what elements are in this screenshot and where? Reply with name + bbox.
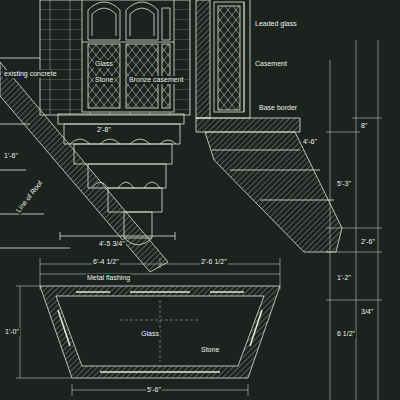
dimension-label: 1'-6" bbox=[3, 152, 19, 160]
note-label: existing concrete bbox=[3, 70, 58, 78]
material-note: Stone bbox=[200, 346, 220, 354]
dimension-label: 6'-4 1/2" bbox=[92, 258, 120, 266]
dimension-label: 5'-3" bbox=[336, 180, 352, 188]
dimension-label: 1'-2" bbox=[336, 274, 352, 282]
dimension-label: 1'-0" bbox=[4, 328, 20, 336]
material-note: Leaded glass bbox=[254, 20, 298, 28]
dimension-label: 4'-6" bbox=[302, 138, 318, 146]
dimension-label: 6 1/2" bbox=[336, 330, 356, 338]
note-label: Metal flashing bbox=[86, 274, 131, 282]
leaded-light bbox=[88, 44, 120, 108]
leaded-light-section bbox=[218, 6, 240, 110]
dimension-label: 3/4" bbox=[360, 308, 374, 316]
stone-wall bbox=[40, 0, 190, 115]
note-label: Base border bbox=[258, 104, 298, 112]
corbel-section bbox=[205, 132, 342, 252]
dimension-label: 2'-8" bbox=[96, 126, 112, 134]
material-note: Stone bbox=[94, 76, 114, 84]
dimension-label: 4'-5 3/4" bbox=[98, 240, 126, 248]
note-label: Casement bbox=[254, 60, 288, 68]
dimension-label: 5'-6" bbox=[146, 386, 162, 394]
material-note: Bronze casement bbox=[128, 76, 184, 84]
window-frame bbox=[82, 0, 174, 112]
bay-plan bbox=[40, 286, 280, 378]
material-note: Glass bbox=[140, 330, 160, 338]
dimension-label: 2'-6 1/2" bbox=[200, 258, 228, 266]
material-note: Glass bbox=[94, 60, 114, 68]
roof-slope-section bbox=[0, 62, 168, 272]
dimension-label: 2'-6" bbox=[360, 238, 376, 246]
wall-section bbox=[196, 0, 210, 118]
note-label: Line of Roof bbox=[14, 179, 45, 215]
dimension-label: 8" bbox=[360, 122, 368, 130]
window-sill bbox=[58, 114, 184, 124]
window-tracery bbox=[88, 2, 170, 40]
sill-section bbox=[196, 118, 300, 132]
